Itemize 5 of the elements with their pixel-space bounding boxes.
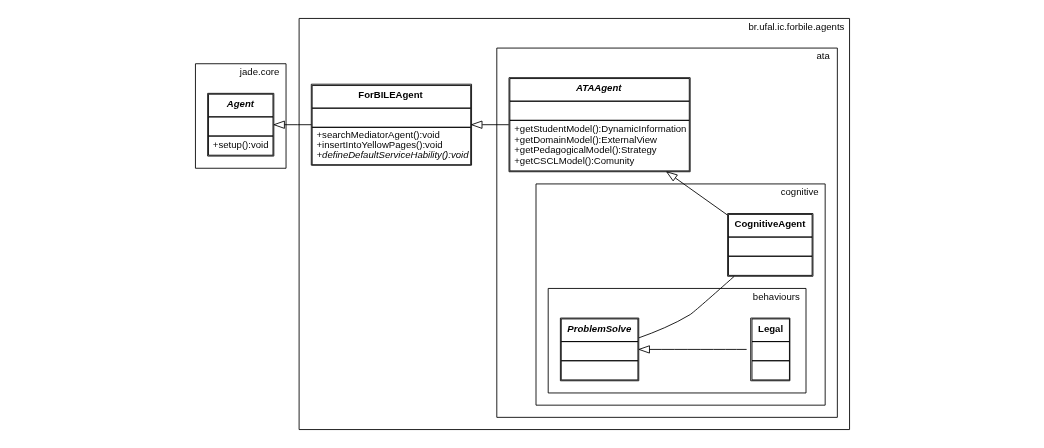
connector bbox=[638, 275, 735, 339]
arrow bbox=[470, 120, 509, 129]
arrow bbox=[665, 171, 728, 216]
arrow bbox=[638, 345, 747, 354]
arrow bbox=[273, 120, 312, 129]
